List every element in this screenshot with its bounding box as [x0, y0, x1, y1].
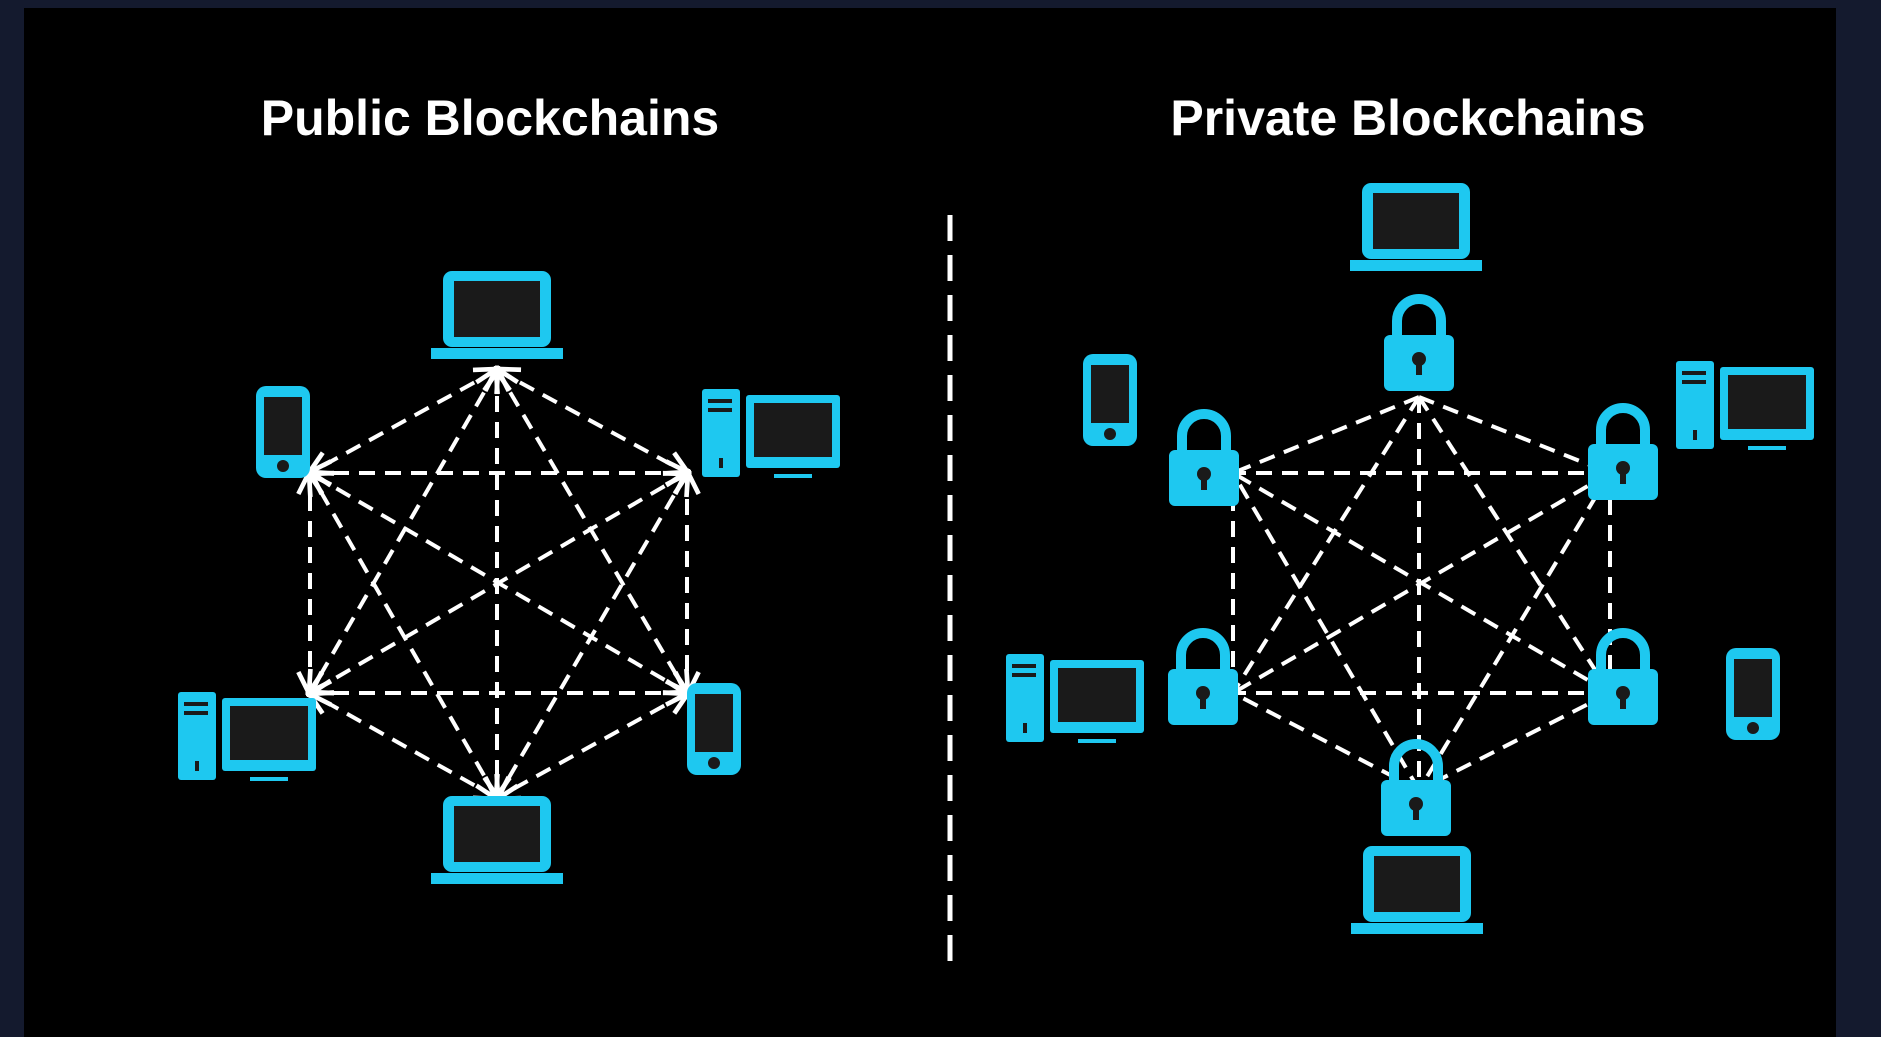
network-connection-line: [1231, 471, 1421, 792]
lock-icon: [1169, 409, 1239, 506]
network-connection-line: [497, 693, 687, 798]
network-connection-line: [1232, 691, 1420, 792]
private-network-edges: [1231, 395, 1612, 792]
lock-icon: [1588, 628, 1658, 725]
public-network-nodes: [178, 271, 840, 884]
desktop-computer-icon: [178, 692, 316, 781]
network-connection-line: [1417, 395, 1612, 695]
network-connection-line: [1231, 395, 1421, 695]
laptop-icon: [431, 796, 563, 884]
public-blockchains-title: Public Blockchains: [261, 90, 719, 146]
network-connection-line: [497, 370, 687, 693]
network-connection-line: [1418, 395, 1611, 475]
network-connection-line: [310, 370, 497, 473]
lock-icon: [1168, 628, 1238, 725]
smartphone-icon: [687, 683, 741, 775]
desktop-computer-icon: [702, 389, 840, 478]
lock-icon: [1588, 403, 1658, 500]
network-connection-line: [1418, 691, 1611, 792]
network-connection-line: [1232, 395, 1420, 475]
public-network-edges: [310, 370, 687, 798]
smartphone-icon: [1083, 354, 1137, 446]
private-network-locks: [1168, 294, 1658, 836]
lock-icon: [1384, 294, 1454, 391]
smartphone-icon: [1726, 648, 1780, 740]
laptop-icon: [1350, 183, 1482, 271]
private-blockchains-title: Private Blockchains: [1170, 90, 1645, 146]
network-connection-line: [310, 473, 497, 798]
smartphone-icon: [256, 386, 310, 478]
desktop-computer-icon: [1006, 654, 1144, 743]
network-connection-line: [1231, 471, 1612, 695]
desktop-computer-icon: [1676, 361, 1814, 450]
private-network-nodes: [1006, 183, 1814, 934]
laptop-icon: [431, 271, 563, 359]
network-connection-line: [1417, 471, 1612, 792]
network-connection-line: [310, 370, 497, 693]
lock-icon: [1381, 739, 1451, 836]
laptop-icon: [1351, 846, 1483, 934]
